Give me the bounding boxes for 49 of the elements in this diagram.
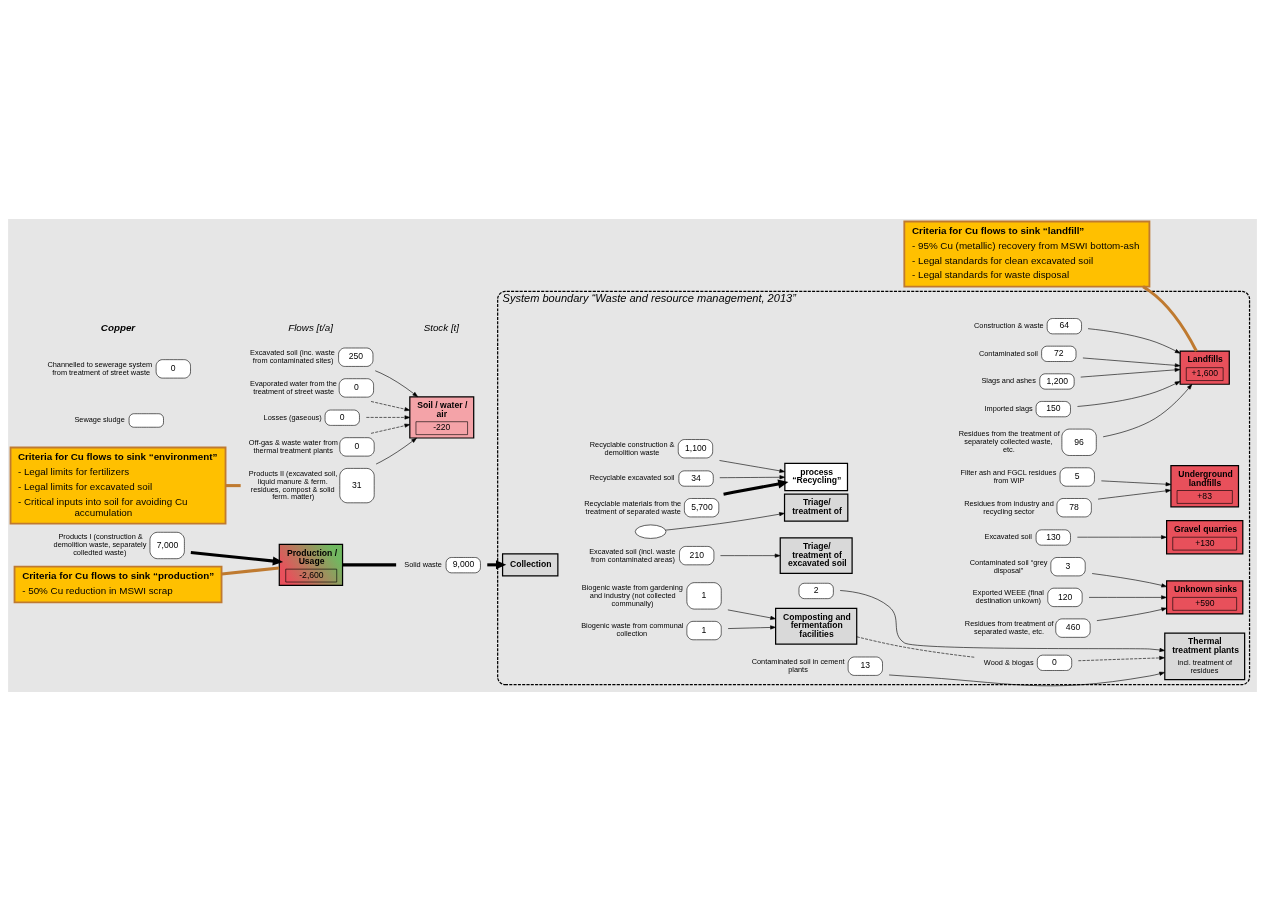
arrow [1096, 606, 1167, 621]
node-box: Criteria for Cu flows to sink “production” - 50% Cu reduction in MSWI scrap [13, 565, 223, 603]
connector [1142, 284, 1198, 352]
connector [342, 562, 397, 566]
label: Stock [t] [423, 321, 460, 333]
arrow [370, 423, 411, 434]
connector [856, 636, 976, 658]
arrow [665, 511, 785, 530]
arrow [1080, 367, 1181, 377]
arrow [1088, 594, 1167, 599]
node-box: Production / Usage -2,600 [278, 543, 344, 586]
arrow [888, 671, 1165, 686]
arrow [190, 550, 284, 565]
arrow [727, 624, 776, 629]
arrow [366, 414, 411, 419]
node-box: Criteria for Cu flows to sink “environment” - Legal limits for fertilizers - Legal limits for excavated soil - Critical inputs into soil for avoiding Cu accumulation [9, 446, 227, 525]
arrow [1097, 488, 1171, 499]
arrow [1091, 572, 1167, 587]
node-box: Collection [501, 552, 559, 576]
node-ellipse [634, 524, 667, 539]
arrow [375, 437, 417, 464]
arrow [839, 589, 1166, 652]
arrow [720, 553, 781, 558]
node-box: Criteria for Cu flows to sink “landfill” - 95% Cu (metallic) recovery from MSWI bottom-ash - Legal standards for clean excavated soil - Legal standards for waste disposal [903, 220, 1151, 287]
arrow [1082, 357, 1181, 367]
node-box: Triage/ treatment of excavated soil [779, 536, 853, 574]
arrow [719, 474, 786, 479]
arrow [727, 609, 776, 620]
arrow [1077, 380, 1181, 407]
node-box: Gravel quarries +130 [1166, 519, 1244, 554]
arrow [374, 369, 418, 397]
node-box: Landfills +1,600 [1179, 349, 1230, 385]
arrow [719, 459, 785, 473]
connector [225, 483, 241, 487]
arrow [723, 479, 789, 496]
arrow [370, 400, 411, 411]
arrow [1101, 480, 1172, 486]
node-box: process “Recycling” [784, 462, 849, 491]
node-box: Unknown sinks +590 [1166, 579, 1244, 615]
label: Copper [100, 321, 136, 333]
node-box: Composting and fermentation facilities [775, 607, 858, 645]
arrow [1087, 327, 1181, 354]
arrow [1078, 655, 1165, 661]
arrow [1077, 534, 1167, 539]
node-box: Triage/ treatment of [783, 493, 849, 522]
connector [221, 566, 280, 575]
arrow [1102, 383, 1193, 437]
node-box: Soil / water / air -220 [409, 395, 475, 439]
label: Flows [t/a] [288, 321, 333, 333]
